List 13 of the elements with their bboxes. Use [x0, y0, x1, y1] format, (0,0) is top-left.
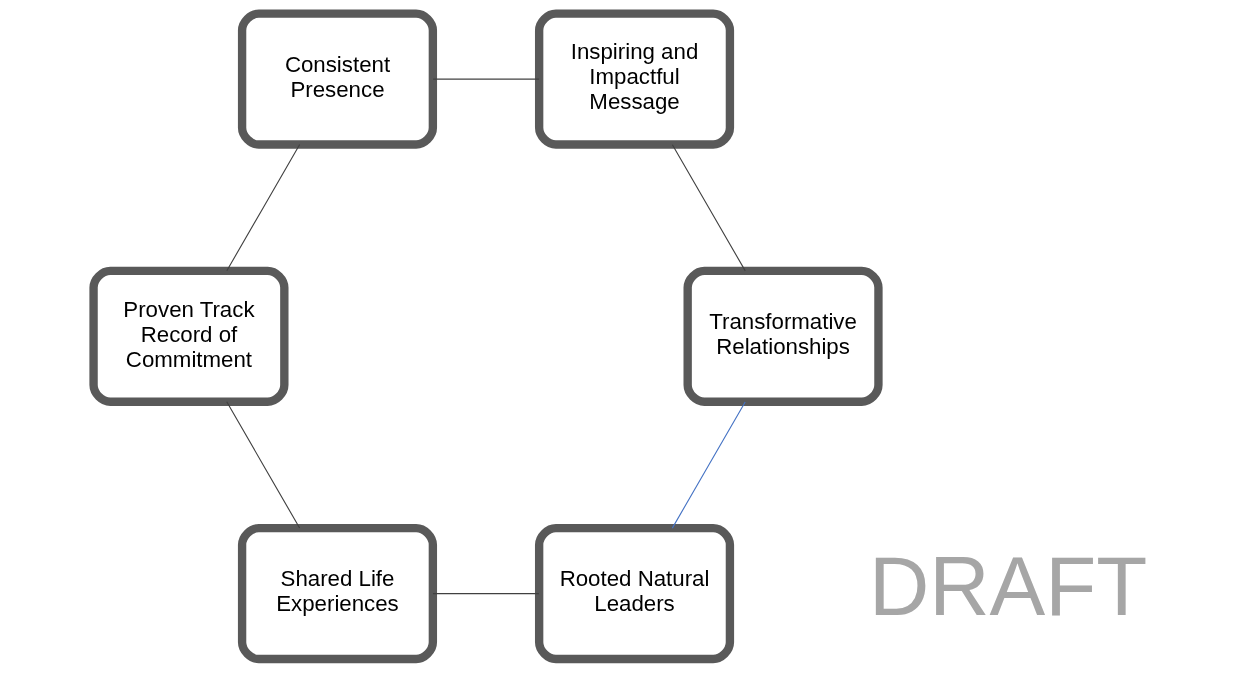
connector	[226, 143, 301, 272]
connector	[226, 401, 301, 529]
node-box: Transformative Relationships	[683, 266, 883, 406]
connector	[432, 78, 540, 80]
node-box: Shared Life Experiences	[237, 523, 438, 664]
node-box: Inspiring and Impactful Message	[534, 9, 735, 149]
connector	[432, 593, 540, 595]
node-box: Rooted Natural Leaders	[534, 523, 735, 664]
connector	[671, 401, 746, 529]
node-box: Consistent Presence	[237, 9, 438, 149]
connector	[671, 144, 746, 272]
node-box: Proven Track Record of Commitment	[89, 266, 289, 406]
label: DRAFT	[868, 538, 1148, 633]
